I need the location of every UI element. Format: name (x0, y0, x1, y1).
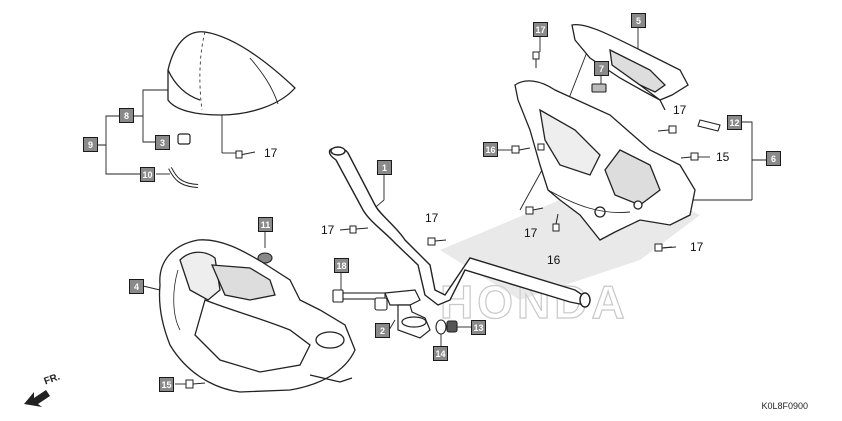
callout-7[interactable]: 7 (594, 61, 609, 76)
cover-insert (591, 83, 607, 93)
windscreen (167, 31, 296, 116)
label-16-lower: 16 (547, 253, 561, 267)
handlebar-pipe (328, 146, 592, 308)
label-17-center: 17 (425, 211, 439, 225)
callout-18[interactable]: 18 (334, 258, 349, 273)
label-17-left-top: 17 (264, 146, 278, 160)
emblem (697, 119, 721, 132)
screw-left-top (235, 150, 256, 159)
callout-6[interactable]: 6 (766, 151, 781, 166)
top-handle-cover (571, 23, 689, 111)
callout-9[interactable]: 9 (83, 137, 98, 152)
callout-16[interactable]: 16 (483, 142, 498, 157)
collar (374, 297, 388, 311)
front-handle-cover (158, 239, 356, 393)
rear-handle-cover (514, 80, 696, 241)
callout-1[interactable]: 1 (377, 160, 392, 175)
callout-15[interactable]: 15 (159, 377, 174, 392)
label-17-handlebar: 17 (321, 223, 335, 237)
callout-14[interactable]: 14 (433, 346, 448, 361)
diagram-code: K0L8F0900 (761, 401, 808, 411)
screw-handlebar (349, 225, 369, 234)
callout-13[interactable]: 13 (471, 320, 486, 335)
label-17-right-lower: 17 (690, 240, 704, 254)
screw-right-group (511, 51, 699, 252)
callout-12[interactable]: 12 (727, 115, 742, 130)
front-direction-arrow-icon (24, 390, 50, 407)
screw-bottom (185, 379, 206, 389)
callout-11[interactable]: 11 (258, 217, 273, 232)
grommet (257, 252, 273, 264)
callout-17[interactable]: 17 (533, 22, 548, 37)
clip-part (177, 133, 191, 145)
callout-4[interactable]: 4 (129, 279, 144, 294)
washer (435, 319, 447, 335)
callout-2[interactable]: 2 (375, 323, 390, 338)
handlebar-clamp (384, 289, 431, 339)
label-17-right-mid: 17 (524, 226, 538, 240)
callout-5[interactable]: 5 (631, 13, 646, 28)
label-15-right: 15 (716, 150, 730, 164)
screw-center (427, 237, 447, 246)
bolt (332, 289, 386, 303)
callout-3[interactable]: 3 (155, 135, 170, 150)
callout-8[interactable]: 8 (119, 108, 134, 123)
label-17-right-upper: 17 (673, 103, 687, 117)
nut (446, 320, 458, 333)
callout-10[interactable]: 10 (140, 167, 155, 182)
